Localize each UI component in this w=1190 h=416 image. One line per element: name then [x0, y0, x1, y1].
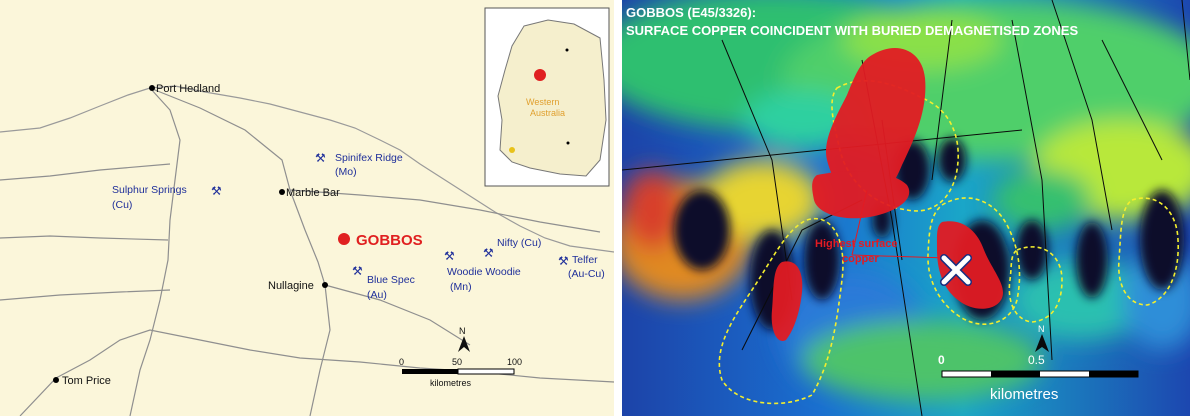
copper-anomalies	[771, 48, 1003, 341]
town-tom-price: Tom Price	[53, 375, 111, 387]
mine-icon: ⚒	[483, 246, 494, 260]
inset-city-dot	[509, 147, 515, 153]
deposit-commodity: (Au-Cu)	[568, 268, 605, 280]
magnetic-map-svg: Highest surface copper GOBBOS (E45/3326)…	[622, 0, 1190, 416]
road	[324, 284, 471, 346]
zone-outline	[1008, 246, 1063, 323]
mine-icon: ⚒	[315, 151, 326, 165]
lineament	[1101, 39, 1163, 161]
scale-tick: 0.5	[1028, 353, 1045, 367]
zone-outline	[927, 197, 1021, 326]
western-australia-shape	[497, 19, 607, 177]
zone-outline	[1117, 197, 1179, 306]
scale-unit: kilometres	[430, 378, 472, 388]
inset-locator-map: Western Australia	[484, 7, 610, 187]
lineament	[1011, 19, 1053, 361]
deposit-commodity: (Cu)	[112, 199, 132, 211]
town-nullagine: Nullagine	[268, 280, 328, 292]
town-label: Port Hedland	[156, 83, 220, 95]
deposit-woodie-woodie: ⚒ Woodie Woodie (Mn)	[444, 249, 521, 293]
inset-project-dot	[534, 69, 546, 81]
town-label: Marble Bar	[286, 187, 340, 199]
annotation-text: Highest surface	[815, 238, 898, 250]
town-label: Nullagine	[268, 280, 314, 292]
lineament	[931, 19, 953, 181]
road	[0, 235, 169, 241]
north-arrow-icon: N	[458, 326, 470, 352]
project-dot	[338, 233, 350, 245]
map-title-line-1: GOBBOS (E45/3326):	[626, 5, 756, 20]
deposit-label: Spinifex Ridge	[335, 152, 403, 164]
leader-line	[851, 189, 868, 256]
lineament	[721, 39, 793, 301]
mine-icon: ⚒	[444, 249, 455, 263]
scale-tick: 0	[938, 353, 945, 367]
road	[149, 87, 291, 191]
copper-zone	[826, 48, 926, 201]
lineament	[1181, 0, 1190, 81]
leader-line	[851, 254, 948, 259]
regional-map-svg: Port Hedland Marble Bar Nullagine Tom Pr…	[0, 7, 614, 416]
deposit-sulphur-springs: ⚒ Sulphur Springs (Cu)	[112, 184, 222, 211]
deposit-label: Blue Spec	[367, 274, 415, 286]
lineament	[1051, 0, 1113, 231]
project-label: GOBBOS	[356, 232, 423, 249]
deposit-label: Woodie Woodie	[447, 266, 521, 278]
scale-bar: 0 0.5 kilometres	[938, 353, 1139, 403]
scale-tick: 0	[399, 357, 404, 367]
map-title-line-2: SURFACE COPPER COINCIDENT WITH BURIED DE…	[626, 23, 1078, 38]
deposit-label: Telfer	[572, 254, 598, 266]
deposit-commodity: (Mo)	[335, 166, 357, 178]
north-label: N	[1038, 324, 1045, 334]
town-label: Tom Price	[62, 375, 111, 387]
deposit-commodity: (Au)	[367, 289, 387, 301]
deposit-blue-spec: ⚒ Blue Spec (Au)	[352, 264, 415, 301]
zone-outline	[718, 217, 844, 405]
deposit-commodity: (Mn)	[450, 281, 472, 293]
scale-tick: 50	[452, 357, 462, 367]
road	[0, 163, 171, 181]
deposit-spinifex-ridge: ⚒ Spinifex Ridge (Mo)	[315, 151, 403, 178]
deposit-label: Nifty (Cu)	[497, 237, 541, 249]
town-marble-bar: Marble Bar	[279, 187, 340, 199]
scale-bar: 0 50 100 kilometres	[399, 357, 522, 388]
road	[19, 377, 57, 416]
inset-region-label: Western	[526, 97, 559, 107]
mine-icon: ⚒	[558, 254, 569, 268]
north-label: N	[459, 326, 466, 336]
annotation-leaders	[851, 189, 948, 259]
target-cross-icon	[940, 254, 972, 286]
scale-unit: kilometres	[990, 386, 1058, 403]
annotation-text: copper	[842, 253, 879, 265]
mine-icon: ⚒	[352, 264, 363, 278]
deposit-telfer: ⚒ Telfer (Au-Cu)	[558, 254, 605, 280]
copper-zone	[771, 261, 803, 341]
town-port-hedland: Port Hedland	[149, 83, 220, 95]
coastline	[0, 85, 614, 253]
deposit-nifty: ⚒ Nifty (Cu)	[483, 237, 541, 260]
north-arrow-icon: N	[1035, 324, 1049, 352]
scale-tick: 100	[507, 357, 522, 367]
copper-zone	[936, 221, 1003, 309]
magnetic-anomaly-map: Highest surface copper GOBBOS (E45/3326)…	[622, 0, 1190, 416]
regional-location-map: Port Hedland Marble Bar Nullagine Tom Pr…	[0, 0, 614, 416]
project-gobbos: GOBBOS	[338, 232, 423, 249]
road	[289, 189, 601, 233]
inset-region-label: Australia	[530, 108, 565, 118]
mine-icon: ⚒	[211, 184, 222, 198]
copper-zone	[812, 171, 910, 219]
deposit-label: Sulphur Springs	[112, 184, 187, 196]
road	[0, 289, 171, 301]
road	[129, 87, 181, 416]
